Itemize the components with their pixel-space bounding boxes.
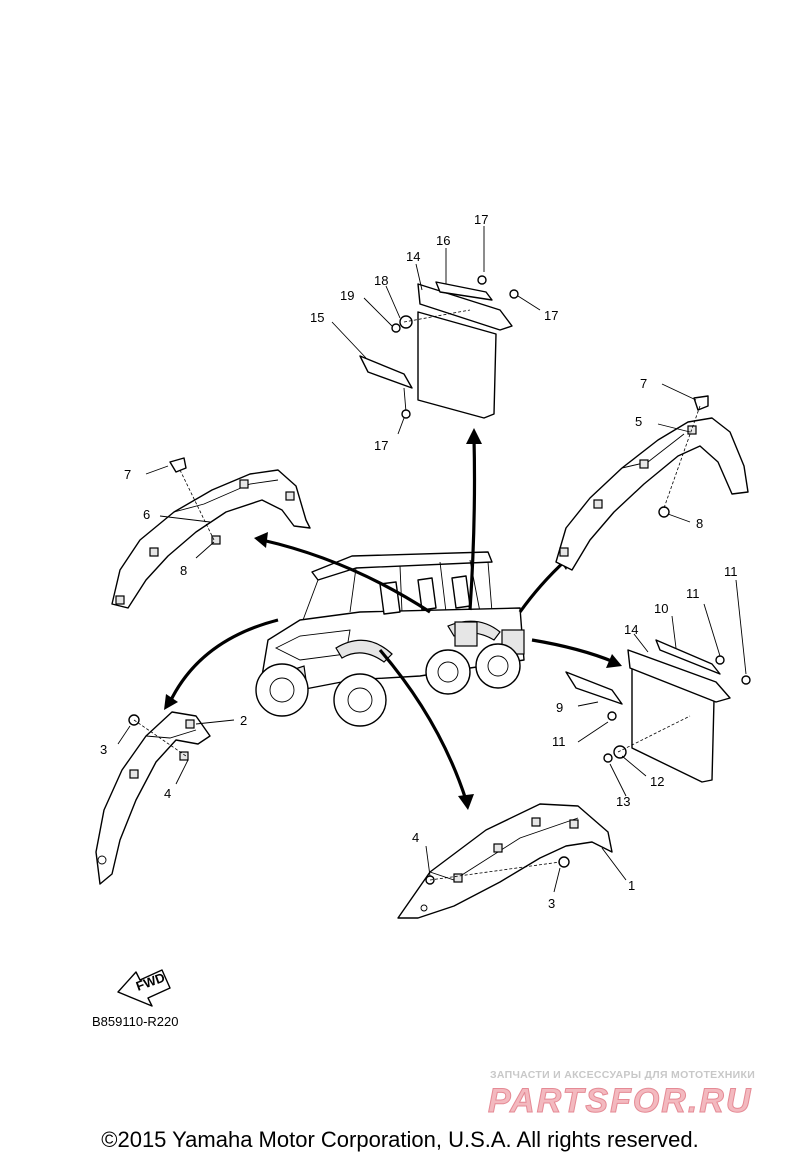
callout-14b: 14 <box>624 622 638 637</box>
callout-14a: 14 <box>406 249 420 264</box>
callout-labels: 1 2 3 3 4 4 5 6 7 7 8 8 9 10 11 11 11 12… <box>100 212 738 911</box>
callout-1: 1 <box>628 878 635 893</box>
callout-10: 10 <box>654 601 668 616</box>
callout-3b: 3 <box>548 896 555 911</box>
callout-7b: 7 <box>640 376 647 391</box>
fwd-arrow: FWD <box>117 969 171 1007</box>
callout-12: 12 <box>650 774 664 789</box>
diagram-reference-code: B859110-R220 <box>92 1014 179 1029</box>
callout-2: 2 <box>240 713 247 728</box>
callout-8b: 8 <box>696 516 703 531</box>
callout-5: 5 <box>635 414 642 429</box>
callout-3a: 3 <box>100 742 107 757</box>
callout-4a: 4 <box>164 786 171 801</box>
callout-17b: 17 <box>544 308 558 323</box>
callout-15: 15 <box>310 310 324 325</box>
callout-19: 19 <box>340 288 354 303</box>
mudflap-assembly-top <box>359 275 519 419</box>
callout-18: 18 <box>374 273 388 288</box>
watermark-brand: PARTSFOR.RU <box>487 1082 753 1121</box>
callout-8a: 8 <box>180 563 187 578</box>
callout-16: 16 <box>436 233 450 248</box>
leader-lines <box>117 226 747 893</box>
callout-13: 13 <box>616 794 630 809</box>
fender-part-2 <box>95 711 211 885</box>
callout-11b: 11 <box>724 564 738 579</box>
callout-17c: 17 <box>374 438 388 453</box>
fender-part-5 <box>555 395 749 571</box>
callout-11a: 11 <box>686 586 700 601</box>
vehicle-illustration <box>255 551 525 727</box>
callout-17a: 17 <box>474 212 488 227</box>
callout-6: 6 <box>143 507 150 522</box>
callout-11c: 11 <box>552 734 566 749</box>
callout-4b: 4 <box>412 830 419 845</box>
callout-7a: 7 <box>124 467 131 482</box>
mudflap-assembly-right <box>565 639 751 783</box>
callout-9: 9 <box>556 700 563 715</box>
copyright-notice: ©2015 Yamaha Motor Corporation, U.S.A. A… <box>101 1127 699 1152</box>
watermark-tagline: ЗАПЧАСТИ И АКСЕССУАРЫ ДЛЯ МОТОТЕХНИКИ <box>490 1069 756 1081</box>
fender-part-6 <box>111 457 311 609</box>
fender-part-1 <box>397 803 613 919</box>
